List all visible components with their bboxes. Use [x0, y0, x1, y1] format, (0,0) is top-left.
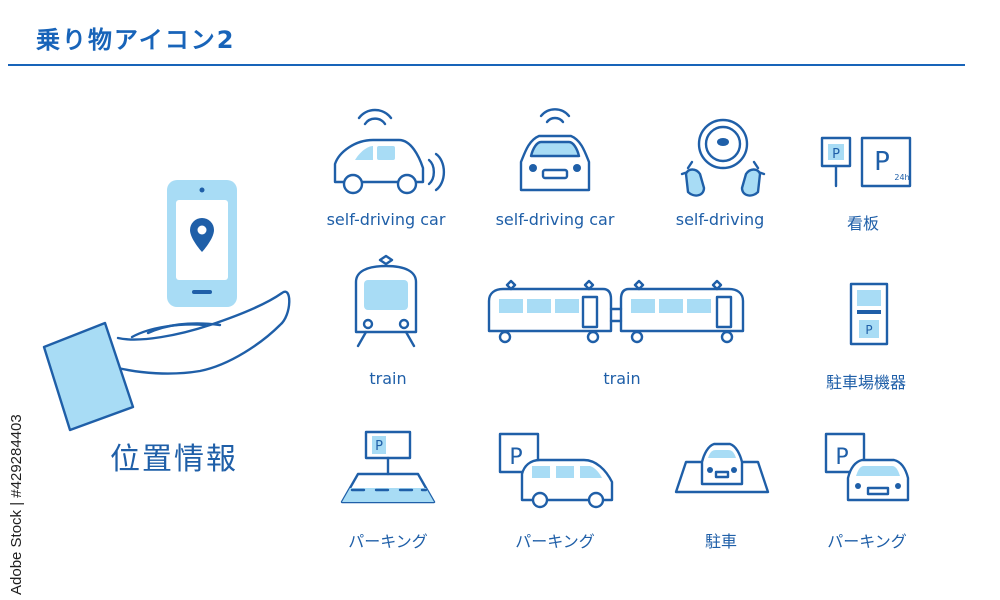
svg-text:P: P [375, 439, 383, 454]
icon-label: 駐車 [704, 532, 738, 551]
icon-label: パーキング [827, 532, 907, 551]
icon-label: 看板 [846, 214, 880, 233]
self-driving-car-front-icon [515, 108, 595, 200]
icon-label: パーキング [348, 532, 428, 551]
parking-van-icon: P [496, 430, 618, 509]
icon-label: self-driving car [326, 210, 446, 229]
icon-label: train [369, 369, 407, 388]
parking-machine-icon: P [847, 280, 891, 348]
parked-car-icon [672, 440, 772, 496]
svg-text:P: P [865, 323, 872, 337]
parking-sign-icon: P P 24h [818, 134, 918, 192]
icon-label: train [603, 369, 641, 388]
parking-car-icon: P [822, 430, 914, 506]
self-driving-car-side-icon [325, 108, 446, 197]
svg-text:P: P [832, 147, 840, 162]
hand-holding-phone-location-icon [30, 175, 300, 432]
svg-text:P: P [835, 445, 848, 470]
title-divider [8, 64, 965, 66]
icon-label: 駐車場機器 [825, 373, 907, 392]
icon-label: self-driving car [495, 210, 615, 229]
svg-text:P: P [509, 445, 522, 470]
steering-wheel-hands-icon [678, 116, 768, 201]
page-title: 乗り物アイコン2 [36, 26, 236, 54]
train-front-icon [350, 252, 422, 352]
svg-text:P: P [874, 147, 890, 177]
watermark: Adobe Stock | #429284403 [8, 414, 25, 595]
hero-label: 位置情報 [110, 442, 238, 477]
train-side-icon [485, 275, 747, 345]
icon-label: self-driving [675, 210, 765, 229]
icon-label: パーキング [515, 532, 595, 551]
svg-text:24h: 24h [894, 173, 909, 182]
parking-road-icon: P [338, 428, 438, 504]
